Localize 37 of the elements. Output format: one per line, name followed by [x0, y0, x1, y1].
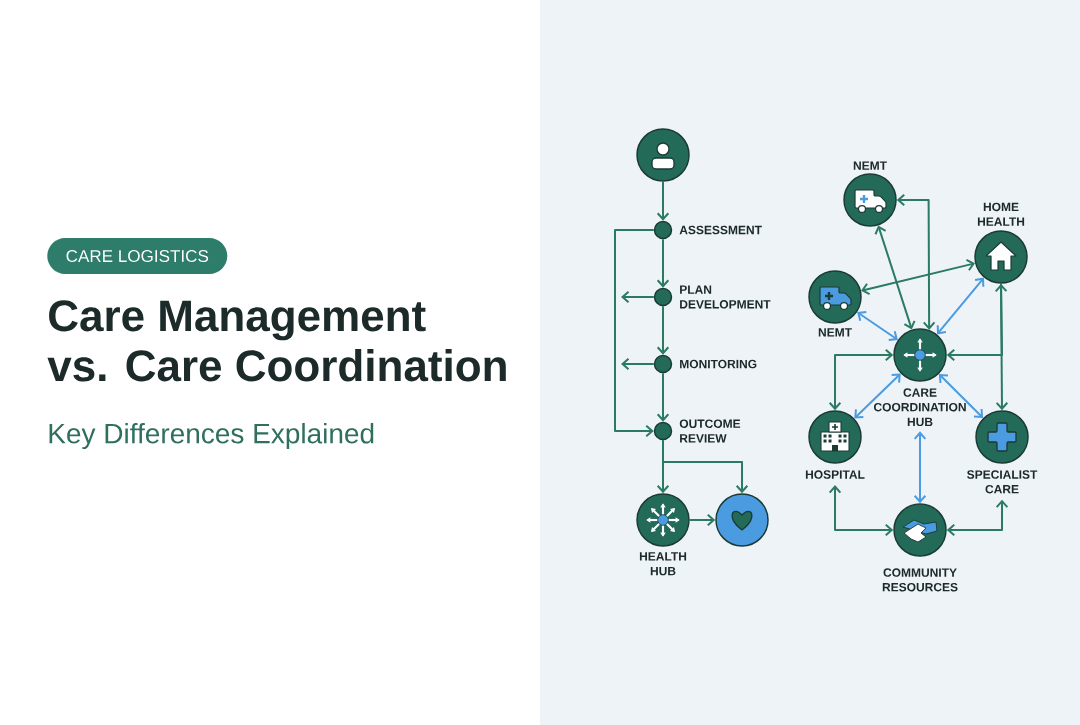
arrow [994, 283, 1009, 411]
arrow [656, 180, 670, 221]
node-label: HOSPITAL [805, 470, 865, 479]
arrow [828, 348, 894, 411]
arrow [854, 373, 901, 419]
node-label: NEMT [818, 328, 852, 337]
arrow [621, 357, 655, 371]
arrow [656, 372, 670, 422]
node-label: CARE COORDINATION HUB [873, 388, 966, 427]
node-label: SPECIALIST CARE [967, 470, 1038, 494]
arrow [946, 499, 1009, 537]
node-label: PLAN DEVELOPMENT [680, 285, 771, 309]
category-tag: CARE LOGISTICS [47, 238, 228, 274]
node-label: OUTCOME REVIEW [679, 419, 741, 443]
arrow [656, 238, 670, 288]
arrow [936, 277, 985, 335]
node-label: NEMT [853, 161, 887, 170]
node-label: HEALTH HUB [639, 552, 687, 576]
arrow [614, 229, 655, 438]
arrow [621, 290, 655, 304]
arrow [828, 485, 894, 537]
arrow [688, 513, 716, 527]
arrow [913, 431, 927, 504]
title: Care Management vs. Care Coordination [47, 300, 506, 382]
arrow [874, 225, 916, 330]
subtitle: Key Differences Explained [49, 422, 374, 450]
arrow [861, 258, 976, 296]
node-label: ASSESSMENT [679, 225, 762, 235]
arrow [857, 310, 898, 342]
node-label: MONITORING [680, 359, 757, 369]
node-label: HOME HEALTH [977, 202, 1025, 226]
arrow [656, 305, 670, 355]
arrow [896, 193, 936, 330]
arrow [946, 282, 1003, 362]
arrow [662, 439, 749, 494]
arrow [938, 373, 984, 419]
node-label: COMMUNITY RESOURCES [882, 568, 958, 592]
